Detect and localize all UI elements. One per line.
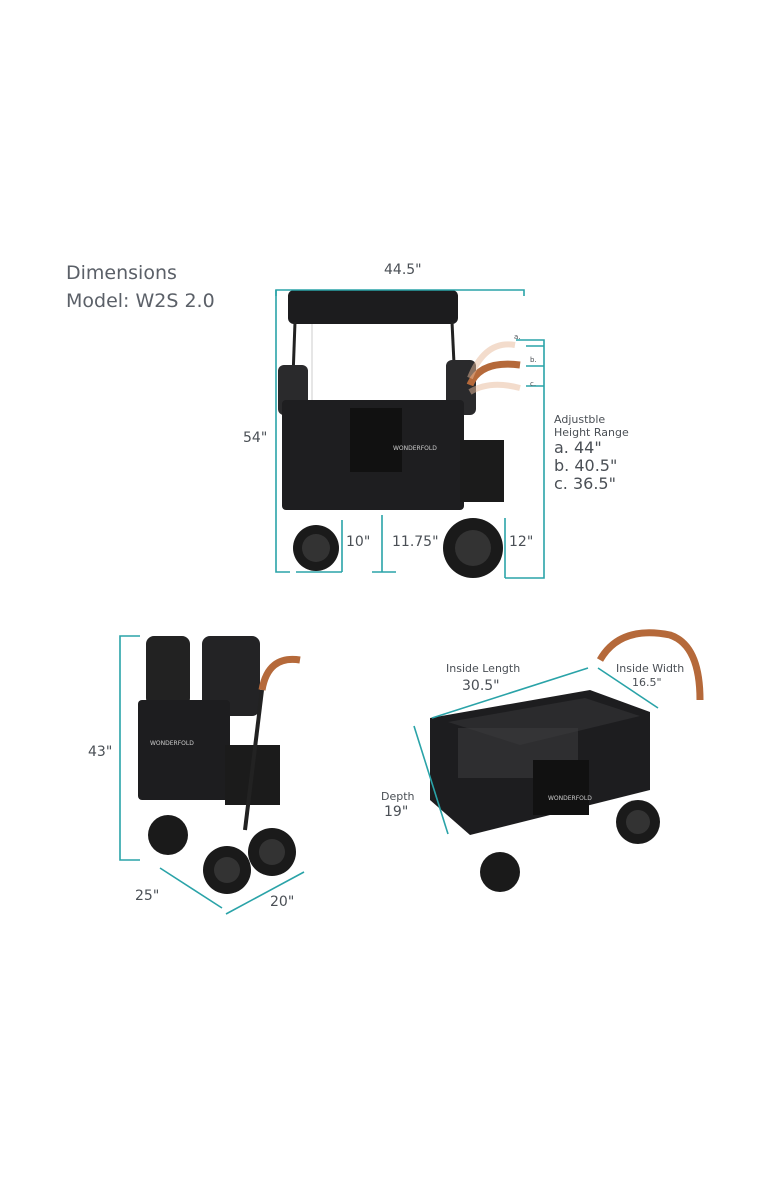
- inside-width-label: Inside Width: [616, 662, 685, 675]
- folded-wagon: [138, 636, 301, 894]
- depth-label: Depth: [381, 790, 415, 803]
- rear-wheel-label: 12": [509, 534, 534, 550]
- handle-position-b: b.: [530, 356, 537, 364]
- handle-position-a: a.: [514, 333, 521, 341]
- height-c: c. 36.5": [554, 474, 616, 493]
- folded-brand-logo: WONDERFOLD: [150, 740, 194, 747]
- depth-value: 19": [384, 804, 409, 820]
- inside-length-value: 30.5": [462, 678, 500, 694]
- folded-height-label: 43": [88, 744, 113, 760]
- folded-depth-label: 25": [135, 888, 160, 904]
- folded-dimension-lines: [119, 635, 305, 915]
- folded-width-label: 20": [270, 894, 295, 910]
- front-brand-logo: WONDERFOLD: [393, 445, 437, 452]
- adjustable-label-1: Adjustble: [554, 413, 606, 426]
- front-width-label: 44.5": [384, 262, 422, 278]
- open-wagon: [430, 629, 704, 892]
- open-brand-logo: WONDERFOLD: [548, 795, 592, 802]
- open-dimension-lines: [413, 667, 659, 835]
- handle-position-c: c.: [530, 380, 537, 388]
- adjustable-label-2: Height Range: [554, 426, 629, 439]
- height-a: a. 44": [554, 438, 602, 457]
- model-label: Model: W2S 2.0: [66, 290, 215, 312]
- front-height-label: 54": [243, 430, 268, 446]
- inside-length-label: Inside Length: [446, 662, 521, 675]
- diagram-title: Dimensions: [66, 262, 177, 284]
- ground-clearance-label: 11.75": [392, 534, 439, 550]
- front-dimension-lines: [275, 289, 545, 579]
- front-wagon: [278, 290, 521, 578]
- height-b: b. 40.5": [554, 456, 618, 475]
- front-wheel-label: 10": [346, 534, 371, 550]
- inside-width-value: 16.5": [632, 676, 662, 689]
